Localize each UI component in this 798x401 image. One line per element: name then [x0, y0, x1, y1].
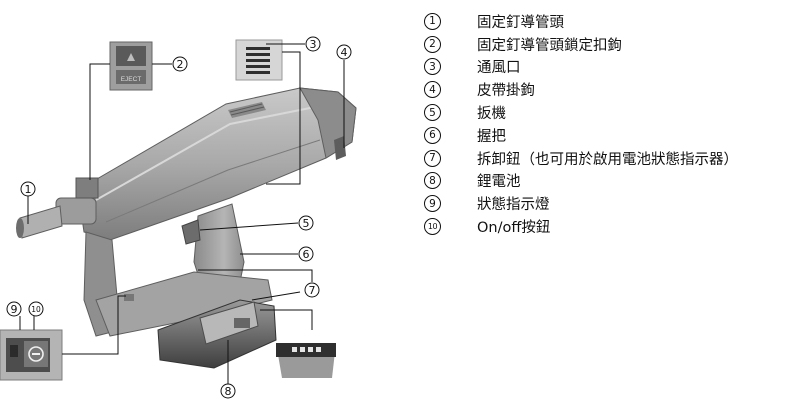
legend-text: On/off按鈕 [477, 220, 551, 237]
legend-item: 5 扳機 [424, 101, 794, 124]
legend-text: 扳機 [477, 106, 506, 123]
legend-number: 9 [424, 195, 441, 213]
legend-text: 固定釘導管頭 [477, 14, 564, 31]
leader-lines [19, 43, 345, 384]
trigger [181, 219, 201, 245]
fastener-guide [16, 177, 99, 239]
tool-base [95, 271, 273, 337]
legend-text: 狀態指示燈 [477, 197, 550, 214]
svg-text:7: 7 [309, 284, 316, 297]
legend-text: 固定釘導管頭鎖定扣鉤 [477, 37, 622, 54]
legend-number: 7 [424, 149, 441, 167]
on-off-button-mark [124, 294, 134, 301]
legend-text: 通風口 [477, 60, 521, 77]
legend-number: 6 [424, 126, 441, 144]
battery-indicator-inset [276, 343, 336, 378]
svg-text:3: 3 [310, 38, 317, 51]
svg-text:5: 5 [303, 217, 310, 230]
legend-item: 7 拆卸鈕（也可用於啟用電池狀態指示器） [424, 147, 794, 170]
vent-inset [235, 39, 283, 81]
legend-item: 2 固定釘導管頭鎖定扣鉤 [424, 33, 794, 56]
parts-legend: 1 固定釘導管頭 2 固定釘導管頭鎖定扣鉤 3 通風口 4 皮帶掛鉤 5 扳機 … [424, 10, 794, 238]
svg-text:9: 9 [11, 303, 18, 316]
on-off-inset [0, 329, 63, 381]
callout-6: 6 [298, 246, 314, 262]
legend-item: 4 皮帶掛鉤 [424, 78, 794, 101]
legend-text: 握把 [477, 128, 506, 145]
svg-text:8: 8 [225, 385, 232, 398]
legend-item: 6 握把 [424, 124, 794, 147]
eject-inset: EJECT [109, 41, 153, 91]
eject-arrow-icon [127, 53, 135, 61]
legend-text: 皮帶掛鉤 [477, 83, 535, 100]
legend-item: 10 On/off按鈕 [424, 215, 794, 238]
legend-text: 拆卸鈕（也可用於啟用電池狀態指示器） [477, 151, 738, 168]
release-button-mark [234, 318, 250, 328]
callout-5: 5 [298, 215, 314, 231]
callout-1: 1 [20, 181, 36, 197]
legend-number: 10 [424, 218, 441, 236]
callout-4: 4 [336, 44, 352, 60]
svg-text:10: 10 [31, 305, 41, 314]
callout-10: 10 [28, 301, 44, 317]
legend-number: 8 [424, 172, 441, 190]
battery [157, 299, 277, 369]
callout-8: 8 [220, 383, 236, 399]
svg-text:2: 2 [177, 58, 184, 71]
legend-number: 4 [424, 81, 441, 99]
callout-2: 2 [172, 56, 188, 72]
eject-label: EJECT [121, 76, 142, 83]
callouts: 1 2 3 4 5 6 7 8 [6, 36, 352, 399]
status-light-mark [10, 345, 18, 357]
tool-illustration: EJECT [0, 36, 357, 399]
legend-text: 鋰電池 [477, 174, 521, 191]
vent-slots [228, 102, 266, 118]
svg-text:4: 4 [341, 46, 348, 59]
legend-number: 1 [424, 12, 441, 30]
callout-3: 3 [305, 36, 321, 52]
legend-item: 8 鋰電池 [424, 170, 794, 193]
legend-number: 3 [424, 58, 441, 76]
callout-9: 9 [6, 301, 22, 317]
power-icon [28, 346, 44, 362]
legend-item: 1 固定釘導管頭 [424, 10, 794, 33]
legend-item: 3 通風口 [424, 56, 794, 79]
legend-item: 9 狀態指示燈 [424, 192, 794, 215]
legend-number: 2 [424, 35, 441, 53]
svg-text:1: 1 [25, 183, 32, 196]
callout-7: 7 [304, 282, 320, 298]
belt-hook [334, 136, 346, 160]
legend-number: 5 [424, 104, 441, 122]
svg-text:6: 6 [303, 248, 310, 261]
